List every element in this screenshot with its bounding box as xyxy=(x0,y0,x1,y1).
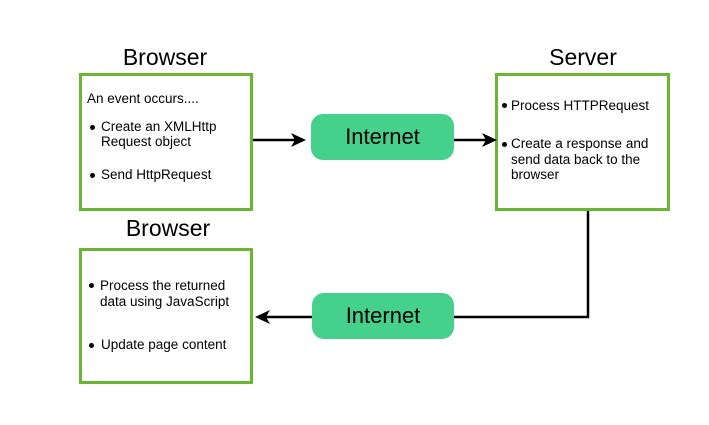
server-bullet-1: Process HTTPRequest xyxy=(511,98,650,113)
bottom-browser-box xyxy=(79,248,253,384)
connector-server-to-internet xyxy=(454,211,590,319)
top-browser-box xyxy=(79,73,253,211)
bullet-icon xyxy=(502,142,507,147)
internet-pill-bottom: Internet xyxy=(312,293,454,339)
arrowhead-icon xyxy=(482,133,497,147)
bottom-browser-bullet-1-line-2: data using JavaScript xyxy=(100,294,230,309)
internet-pill-top: Internet xyxy=(311,114,454,160)
top-browser-bullet-2: Send HttpRequest xyxy=(101,167,212,182)
top-browser-title: Browser xyxy=(122,44,208,70)
bottom-browser-bullet-1-line-1: Process the returned xyxy=(100,278,226,293)
server-bullet-2-line-2: send data back to the xyxy=(511,152,641,167)
bullet-icon xyxy=(502,103,507,108)
top-browser-intro: An event occurs.... xyxy=(87,91,199,106)
bullet-icon xyxy=(90,125,95,130)
arrowhead-icon xyxy=(255,310,270,324)
bullet-icon xyxy=(90,173,95,178)
bottom-browser-bullet-2: Update page content xyxy=(101,337,227,352)
server-bullet-2-line-1: Create a response and xyxy=(511,136,649,151)
server-bullet-2-line-3: browser xyxy=(511,167,560,182)
top-browser-bullet-1-line-2: Request object xyxy=(101,134,192,149)
bullet-icon xyxy=(89,283,94,288)
arrowhead-icon xyxy=(291,133,306,147)
bullet-icon xyxy=(89,343,94,348)
top-browser-bullet-1-line-1: Create an XMLHttp xyxy=(101,119,217,134)
bottom-browser-title: Browser xyxy=(125,215,211,241)
server-box xyxy=(495,73,670,211)
server-title: Server xyxy=(549,44,617,70)
